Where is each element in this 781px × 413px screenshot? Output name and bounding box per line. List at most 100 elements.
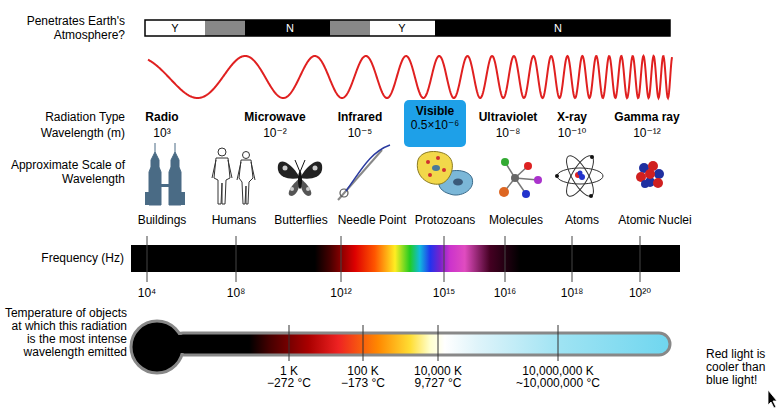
bar-answer: Y — [398, 20, 405, 36]
nucleus-icon — [641, 180, 649, 188]
temperature-celsius: ~10,000,000 °C — [516, 376, 600, 390]
wavelength-value: 10⁻⁵ — [348, 126, 373, 140]
band-name: Gamma ray — [614, 110, 679, 124]
frequency-bar — [131, 236, 680, 282]
molecule-icon — [501, 158, 509, 166]
temperature-kelvin: 1 K — [280, 364, 298, 378]
buildings-icon — [149, 152, 161, 205]
humans-icon — [212, 160, 216, 178]
humans-icon — [228, 160, 232, 178]
thermometer — [363, 325, 364, 361]
molecule-icon — [511, 174, 519, 182]
row-label: Radiation Type — [45, 110, 125, 124]
row-label: Approximate Scale of Wavelength — [5, 158, 125, 186]
butterfly-icon — [278, 162, 300, 196]
protozoans-icon — [432, 165, 440, 171]
scale-label: Buildings — [138, 213, 187, 227]
frequency-bar — [147, 236, 640, 282]
frequency-value: 10¹⁸ — [561, 286, 583, 300]
buildings-icon — [161, 184, 169, 187]
wavelength-value: 10⁻² — [263, 126, 287, 140]
molecule-icon — [499, 158, 542, 198]
frequency-value: 10¹² — [330, 286, 351, 300]
butterfly-icon — [278, 160, 322, 196]
protozoans-icon — [426, 160, 430, 164]
row-label: Wavelength (m) — [41, 126, 125, 140]
humans-icon — [243, 152, 250, 159]
temperature-celsius: 9,727 °C — [415, 376, 462, 390]
buildings-icon — [175, 143, 176, 152]
band-name: X-ray — [557, 110, 587, 124]
scale-label: Molecules — [489, 213, 543, 227]
scale-label: Protozoans — [415, 213, 476, 227]
molecule-icon — [522, 190, 530, 198]
scale-label: Atomic Nuclei — [618, 213, 691, 227]
atom-icon — [589, 194, 593, 198]
atom-icon — [557, 168, 603, 184]
thermometer — [438, 325, 439, 361]
needle-icon — [346, 145, 390, 191]
protozoans-icon — [417, 152, 472, 196]
atom-icon — [562, 152, 599, 200]
atom-icon — [578, 171, 583, 176]
protozoans-icon — [417, 152, 452, 185]
frequency-value: 10⁴ — [138, 286, 157, 300]
buildings-icon — [145, 143, 185, 205]
buildings-icon — [145, 192, 149, 205]
scale-label: Humans — [212, 213, 257, 227]
wavelength-value: 0.5×10⁻⁶ — [404, 118, 466, 132]
needle-icon — [338, 145, 390, 200]
atmosphere-bar — [145, 20, 670, 36]
butterfly-icon — [298, 171, 302, 189]
frequency-value: 10²⁰ — [629, 286, 651, 300]
scale-label: Butterflies — [274, 213, 327, 227]
humans-icon — [237, 162, 241, 180]
humans-icon — [218, 148, 226, 156]
protozoans-icon — [442, 168, 446, 172]
needle-icon — [338, 150, 382, 200]
butterfly-icon — [300, 160, 305, 172]
atom-icon — [555, 174, 559, 178]
temperature-celsius: −173 °C — [341, 376, 385, 390]
highlight-box: Visible0.5×10⁻⁶ — [404, 100, 466, 147]
thermometer — [131, 321, 183, 373]
atom-icon — [562, 152, 599, 200]
bar-answer: N — [554, 20, 562, 36]
band-name: Radio — [145, 110, 178, 124]
question-label: Penetrates Earth's Atmosphere? — [5, 14, 125, 42]
butterfly-icon — [290, 187, 294, 191]
buildings-icon — [181, 192, 185, 205]
molecule-icon — [499, 187, 509, 197]
temperature-celsius: −272 °C — [267, 376, 311, 390]
atmosphere-bar — [435, 20, 670, 36]
scale-label: Needle Point — [338, 213, 407, 227]
wavelength-value: 10⁻¹² — [633, 126, 661, 140]
bar-answer: N — [286, 20, 294, 36]
temperature-kelvin: 100 K — [347, 364, 378, 378]
thermometer — [172, 333, 670, 355]
temperature-kelvin: 10,000,000 K — [522, 364, 593, 378]
atmosphere-bar — [205, 20, 245, 36]
note: Red light is cooler than blue light! — [706, 348, 778, 387]
row-label: Temperature of objects at which this rad… — [3, 307, 127, 359]
butterfly-icon — [283, 166, 288, 171]
frequency-bar — [572, 236, 573, 282]
bar-answer: Y — [171, 20, 178, 36]
mouse-cursor — [768, 390, 777, 408]
wave — [148, 56, 672, 98]
scale-label: Atoms — [565, 213, 599, 227]
buildings-icon — [155, 143, 156, 152]
protozoans-icon — [436, 156, 440, 160]
humans-icon — [251, 162, 255, 180]
atmosphere-bar — [145, 20, 670, 36]
frequency-bar — [131, 245, 680, 272]
humans-icon — [214, 158, 230, 204]
wavelength-value: 10⁻¹⁰ — [558, 126, 587, 140]
atom-icon — [590, 155, 594, 159]
molecule-icon — [524, 162, 532, 170]
butterfly-icon — [295, 160, 300, 172]
band-name: Visible — [404, 104, 466, 118]
atmosphere-bar — [145, 20, 670, 36]
frequency-bar — [505, 236, 506, 282]
